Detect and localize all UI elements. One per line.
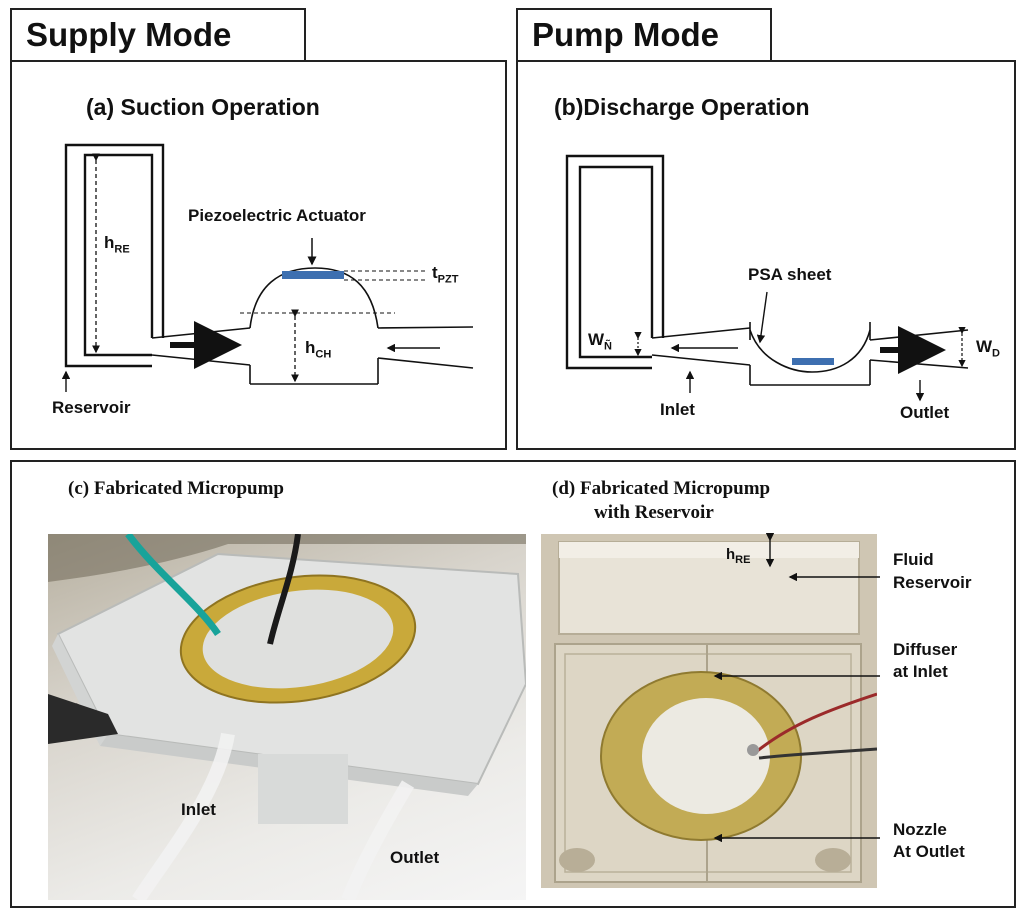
w-n-main: W [588,330,605,349]
h-ch-main: h [305,338,316,357]
t-pzt-sub: PZT [437,273,459,286]
pump-mode-tab: Pump Mode [516,8,772,61]
photo-d-drawing [554,541,877,883]
inlet-label-b: Inlet [660,400,695,419]
panel-c-title: (c) Fabricated Micropump [68,478,284,499]
piezo-actuator-b [792,358,834,365]
h-re-photo-symbol: hRE [726,546,750,566]
psa-pointer [756,291,768,344]
h-re-symbol: hRE [104,233,130,255]
inlet-label-c: Inlet [181,800,216,819]
supply-mode-tab: Supply Mode [10,8,306,61]
panel-d-title-line2: with Reservoir [594,502,714,523]
fluid-label-line2: Reservoir [893,573,972,592]
panel-d-title-line1: (d) Fabricated Micropump [552,478,771,499]
diffuser-label-line1: Diffuser [893,640,958,659]
w-n-sub: Ñ [604,340,612,353]
pump-mode-label: Pump Mode [532,16,719,53]
reservoir-a [64,143,165,368]
h-re-sub: RE [114,243,130,256]
w-n-symbol: WÑ [588,330,612,352]
w-d-main: W [976,337,993,356]
h-ch-sub: CH [315,348,332,361]
nozzle-label-line1: Nozzle [893,820,947,839]
t-pzt-main: t [432,263,438,282]
photo-fabricated-micropump [48,534,526,900]
panel-a-title: (a) Suction Operation [86,94,320,120]
photo-micropump-reservoir [541,534,877,888]
outlet-label-b: Outlet [900,403,950,422]
photo-c-drawing [48,534,526,900]
actuator-label: Piezoelectric Actuator [188,206,366,225]
w-d-symbol: WD [976,337,1000,359]
w-d-sub: D [992,347,1000,360]
h-ch-symbol: hCH [305,338,331,360]
h-re-photo-main: h [726,546,736,563]
nozzle-label-line2: At Outlet [893,842,965,861]
outlet-label-c: Outlet [390,848,440,867]
psa-label: PSA sheet [748,265,832,284]
reservoir-label: Reservoir [52,398,131,417]
fluid-label-line1: Fluid [893,550,934,569]
diffuser-label-line2: at Inlet [893,662,948,681]
supply-mode-label: Supply Mode [26,16,232,53]
reservoir-b [565,154,665,370]
h-re-main: h [104,233,115,252]
h-re-photo-sub: RE [735,554,751,566]
t-pzt-symbol: tPZT [432,263,458,285]
piezo-actuator-a [282,271,344,279]
panel-b-title: (b)Discharge Operation [554,94,810,120]
